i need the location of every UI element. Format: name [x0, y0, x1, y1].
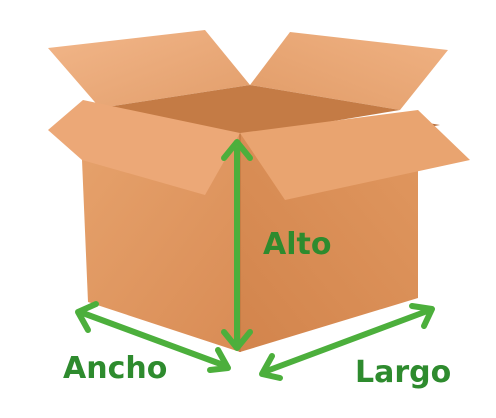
width-arrow [75, 301, 231, 373]
dimension-arrows [75, 139, 435, 381]
length-arrow [259, 303, 435, 381]
flap-front-right [240, 110, 470, 200]
height-label: Alto [263, 227, 332, 262]
cardboard-box [48, 30, 470, 352]
flap-front-left [48, 100, 240, 195]
flap-back-left [48, 30, 250, 108]
height-arrow [221, 139, 253, 351]
width-label: Ancho [63, 351, 168, 386]
length-label: Largo [355, 355, 452, 390]
flap-back-right [250, 32, 448, 110]
